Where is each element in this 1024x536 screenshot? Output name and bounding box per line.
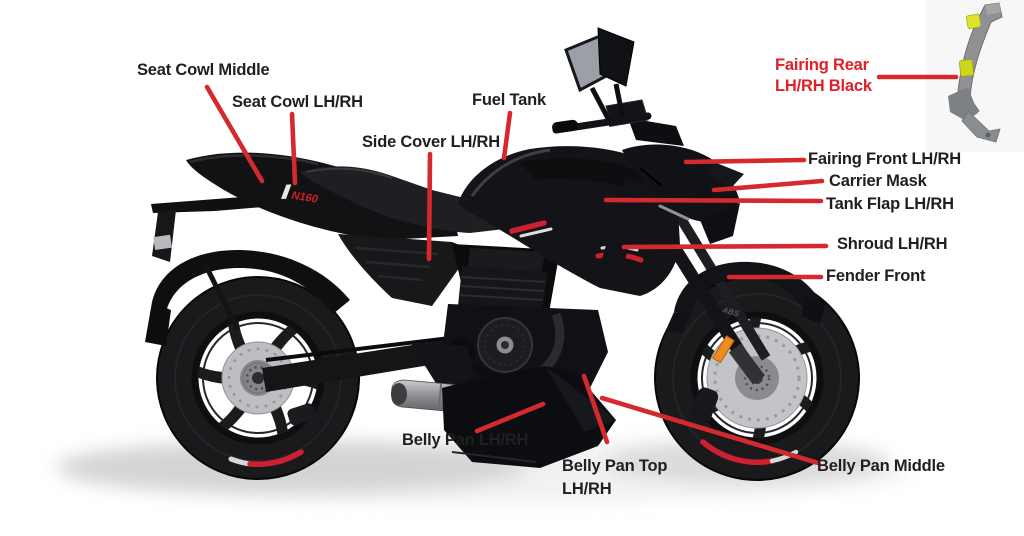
callout-label-fender-front: Fender Front: [826, 267, 926, 285]
callout-line-shroud: [621, 243, 829, 250]
callout-line-seat-cowl-lh-rh: [289, 111, 298, 186]
rear-fender: [145, 250, 350, 346]
svg-text:N160: N160: [291, 190, 320, 206]
callout-line-tank-flap: [603, 197, 824, 204]
callout-label-side-cover-lh-rh: Side Cover LH/RH: [362, 133, 500, 151]
callout-line-carrier-mask: [711, 178, 825, 193]
callout-label-fairing-rear-lh-rh-black: Fairing Rear LH/RH Black: [775, 56, 872, 95]
tank-white-accent: [519, 227, 553, 238]
callout-line-fuel-tank: [501, 110, 513, 161]
callout-line-fairing-front: [683, 157, 807, 165]
headlight-fairing: [605, 99, 744, 244]
callout-label-tank-flap-lh-rh: Tank Flap LH/RH: [826, 195, 954, 213]
fork-reflector: [712, 335, 735, 364]
seat-shape: [300, 166, 530, 233]
fly-screen: [628, 118, 684, 146]
rear-wheel: [156, 276, 360, 480]
footpeg: [470, 364, 502, 380]
frame-downtube: [598, 178, 648, 282]
callout-label-fairing-front-lh-rh: Fairing Front LH/RH: [808, 150, 961, 168]
rear-rim-red-stripe: [247, 449, 304, 468]
handlebar-grip: [552, 119, 579, 134]
callout-label-seat-cowl-middle: Seat Cowl Middle: [137, 61, 270, 79]
tank-red-accent: [509, 220, 547, 234]
callout-label-belly-pan-top-lh-rh: Belly Pan Top LH/RH: [562, 457, 668, 498]
callout-label-seat-cowl-lh-rh: Seat Cowl LH/RH: [232, 93, 363, 111]
rear-brake-caliper: [287, 403, 316, 426]
front-rim-red-stripe: [700, 439, 775, 465]
license-plate: [153, 234, 172, 251]
callout-line-belly-pan-middle: [599, 395, 821, 466]
callout-label-belly-pan-middle: Belly Pan Middle: [817, 457, 945, 475]
callout-label-shroud-lh-rh: Shroud LH/RH: [837, 235, 948, 253]
part-clip-top: [965, 13, 982, 30]
swingarm: [262, 336, 451, 392]
footpeg-bracket: [410, 342, 478, 396]
callout-line-side-cover-lh-rh: [426, 151, 433, 262]
callout-label-belly-pan-lh-rh: Belly Pan LH/RH: [402, 431, 529, 449]
tail-section: N160: [151, 152, 458, 262]
seat-cowl-shape: [186, 152, 458, 240]
mirrors-handlebar: [552, 27, 652, 134]
callout-line-belly-pan-top: [581, 373, 610, 445]
tail-badge-n160: N160: [280, 184, 320, 206]
part-clip-bottom: [958, 59, 974, 77]
callout-label-carrier-mask: Carrier Mask: [829, 172, 927, 190]
mirror-right: [597, 27, 635, 87]
callout-lines: [204, 74, 959, 466]
front-rim-white-stripe: [769, 449, 799, 464]
front-brake-caliper: [690, 387, 719, 423]
carrier-mask-winglet: [706, 162, 744, 188]
callout-line-seat-cowl-middle: [204, 84, 265, 184]
callout-label-fuel-tank: Fuel Tank: [472, 91, 546, 109]
callout-line-belly-pan-lh-rh: [474, 401, 546, 434]
